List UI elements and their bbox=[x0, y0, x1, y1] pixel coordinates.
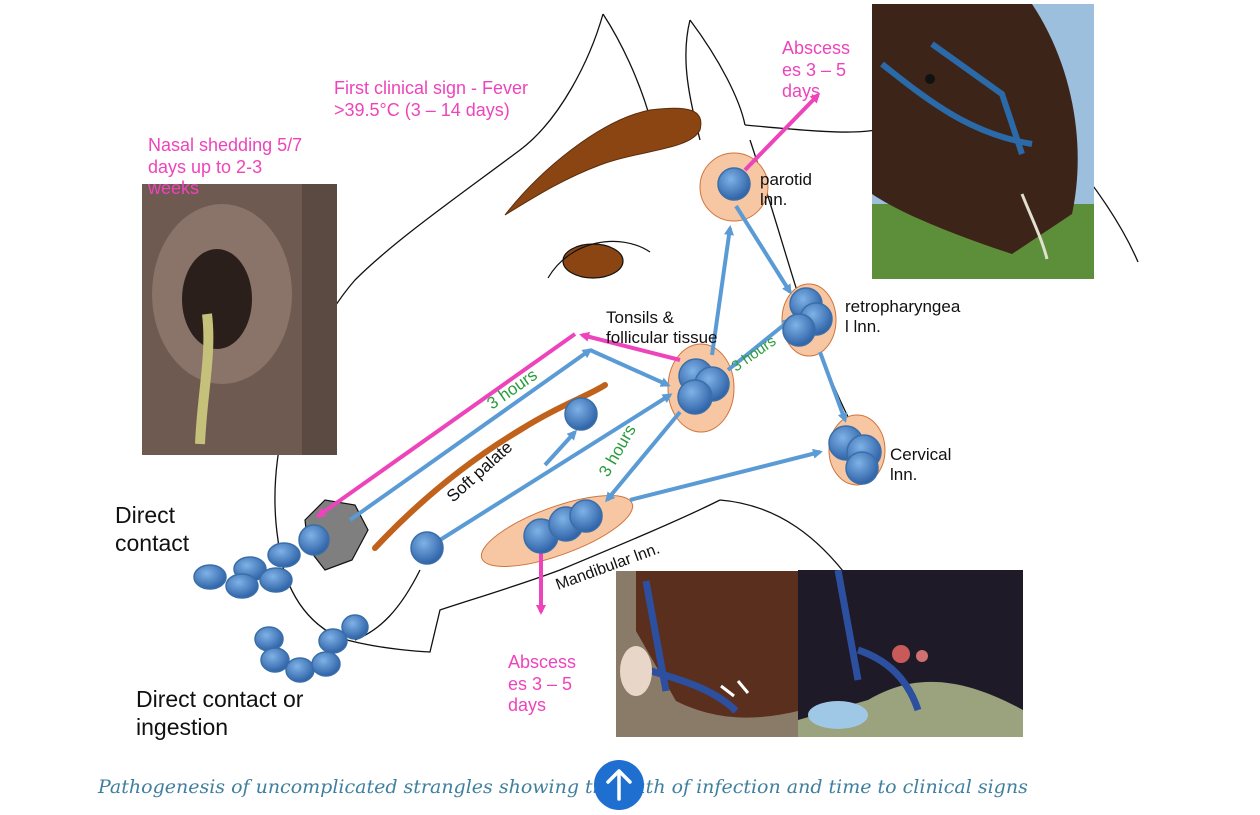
abscess-bottom-label: Abscess es 3 – 5 days bbox=[508, 652, 576, 717]
bacterium bbox=[226, 574, 258, 598]
cervical-label: Cervical lnn. bbox=[890, 445, 951, 486]
nasal-discharge-photo bbox=[142, 184, 337, 455]
abscess-top-label: Abscess es 3 – 5 days bbox=[782, 38, 850, 103]
bacterium bbox=[411, 532, 443, 564]
first-clinical-sign-label: First clinical sign - Fever >39.5°C (3 –… bbox=[334, 78, 528, 121]
bacterium bbox=[846, 452, 878, 484]
retropharyngeal-label: retropharyngea l lnn. bbox=[845, 297, 960, 338]
horse-forelock bbox=[505, 108, 701, 215]
direct-contact-label: Direct contact bbox=[115, 502, 189, 557]
scroll-top-button[interactable] bbox=[594, 760, 644, 810]
bacterium bbox=[718, 168, 750, 200]
horse-head-photo bbox=[872, 4, 1094, 279]
bacterium bbox=[268, 543, 300, 567]
bacterium bbox=[678, 380, 712, 414]
mandibular-swelling-photo bbox=[616, 571, 798, 737]
time-label-retro: 3 hours bbox=[729, 333, 780, 376]
horse-eye bbox=[563, 244, 623, 278]
parotid-label: parotid lnn. bbox=[760, 170, 812, 211]
figure-caption: Pathogenesis of uncomplicated strangles … bbox=[98, 776, 1028, 798]
bacterium bbox=[319, 629, 347, 653]
bacterium bbox=[255, 627, 283, 651]
bacterium bbox=[261, 648, 289, 672]
bacterium bbox=[570, 500, 602, 532]
bacterium bbox=[565, 398, 597, 430]
direct-contact-ingestion-label: Direct contact or ingestion bbox=[136, 686, 303, 741]
bacterium bbox=[783, 314, 815, 346]
tonsils-label: Tonsils & follicular tissue bbox=[606, 308, 718, 349]
bacterium bbox=[260, 568, 292, 592]
ruptured-abscess-photo bbox=[798, 570, 1023, 737]
bacterium bbox=[312, 652, 340, 676]
arrow-up-icon bbox=[604, 768, 634, 802]
bacterium bbox=[286, 658, 314, 682]
bacterium bbox=[194, 565, 226, 589]
nasal-shedding-label: Nasal shedding 5/7 days up to 2-3 weeks bbox=[148, 135, 302, 200]
bacterium bbox=[299, 525, 329, 555]
